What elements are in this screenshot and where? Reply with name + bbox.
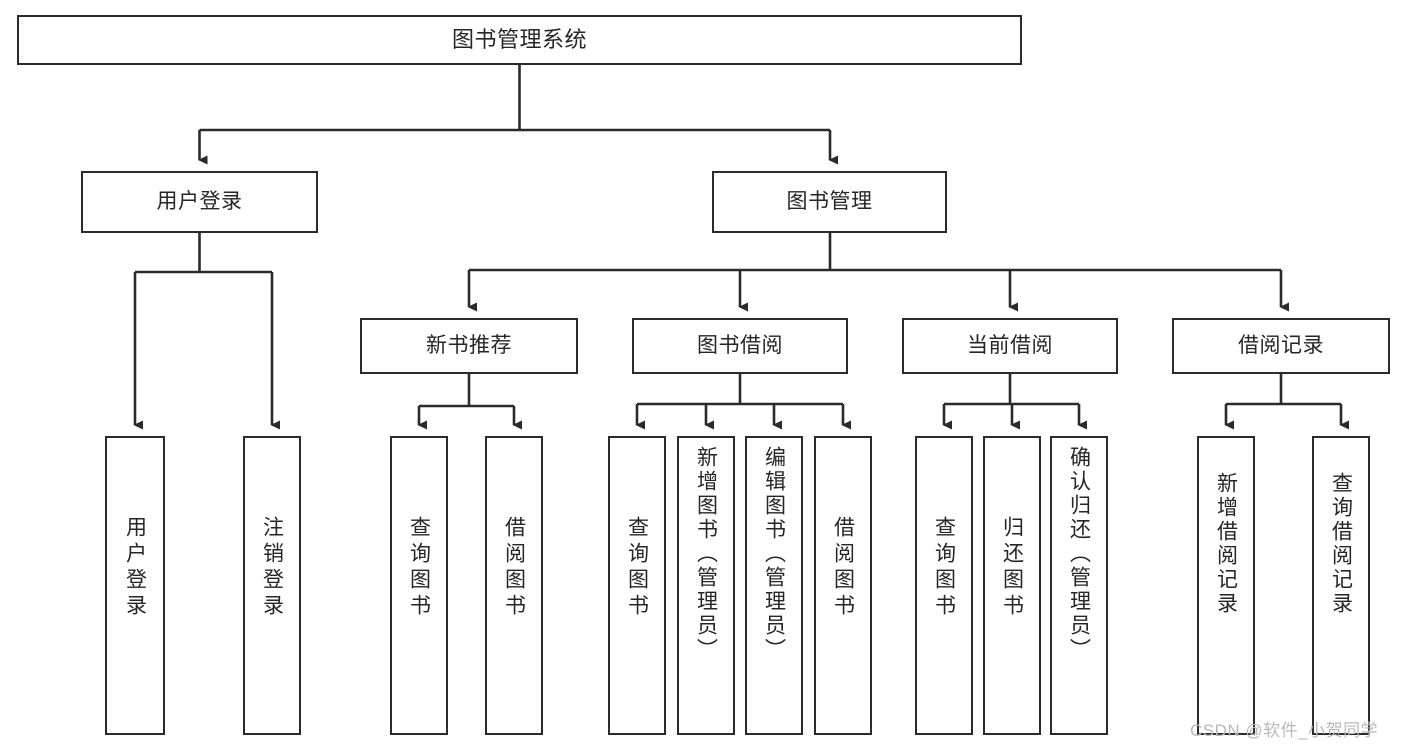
node-user-login-label: 用户登录: [156, 189, 243, 213]
node-book-borrow[interactable]: 图书借阅: [632, 318, 848, 374]
node-leaf-return-book-label: 归还图书: [1000, 516, 1024, 620]
node-book-borrow-label: 图书借阅: [697, 333, 783, 357]
node-leaf-logout-label: 注销登录: [260, 516, 284, 620]
node-leaf-user-login-label: 用户登录: [123, 516, 147, 620]
node-leaf-user-login[interactable]: 用户登录: [105, 436, 165, 735]
node-root-system[interactable]: 图书管理系统: [17, 15, 1022, 65]
node-current-borrow-label: 当前借阅: [967, 333, 1053, 357]
node-leaf-query-book-cur[interactable]: 查询图书: [915, 436, 973, 735]
node-leaf-return-book[interactable]: 归还图书: [983, 436, 1041, 735]
node-leaf-query-book-cur-label: 查询图书: [932, 516, 956, 620]
csdn-watermark: CSDN @软件_小贺同学: [1190, 721, 1379, 740]
node-leaf-edit-book-label: 编辑图书（管理员）: [762, 446, 786, 662]
node-leaf-borrow-book-label: 借阅图书: [831, 516, 855, 620]
node-leaf-query-book-rec[interactable]: 查询图书: [390, 436, 448, 735]
node-leaf-borrow-book-rec[interactable]: 借阅图书: [485, 436, 543, 735]
node-leaf-logout[interactable]: 注销登录: [243, 436, 301, 735]
node-leaf-add-book[interactable]: 新增图书（管理员）: [677, 436, 735, 735]
node-borrow-record-label: 借阅记录: [1238, 333, 1324, 357]
node-new-book-rec[interactable]: 新书推荐: [360, 318, 578, 374]
node-borrow-record[interactable]: 借阅记录: [1172, 318, 1390, 374]
node-leaf-borrow-book-rec-label: 借阅图书: [502, 516, 526, 620]
node-leaf-confirm-return[interactable]: 确认归还（管理员）: [1050, 436, 1108, 735]
node-leaf-query-record-label: 查询借阅记录: [1329, 472, 1353, 616]
node-leaf-add-record-label: 新增借阅记录: [1214, 472, 1238, 616]
node-current-borrow[interactable]: 当前借阅: [902, 318, 1118, 374]
node-user-login[interactable]: 用户登录: [81, 171, 318, 233]
node-leaf-add-book-label: 新增图书（管理员）: [694, 446, 718, 662]
node-book-manage[interactable]: 图书管理: [712, 171, 947, 233]
node-leaf-confirm-return-label: 确认归还（管理员）: [1067, 446, 1091, 662]
node-leaf-query-book-label: 查询图书: [625, 516, 649, 620]
node-leaf-borrow-book[interactable]: 借阅图书: [814, 436, 872, 735]
node-root-label: 图书管理系统: [451, 27, 587, 53]
node-leaf-query-record[interactable]: 查询借阅记录: [1312, 436, 1370, 735]
node-leaf-edit-book[interactable]: 编辑图书（管理员）: [745, 436, 803, 735]
node-leaf-query-book[interactable]: 查询图书: [608, 436, 666, 735]
node-new-book-rec-label: 新书推荐: [426, 333, 512, 357]
node-book-manage-label: 图书管理: [786, 189, 873, 213]
node-leaf-add-record[interactable]: 新增借阅记录: [1197, 436, 1255, 735]
node-leaf-query-book-rec-label: 查询图书: [407, 516, 431, 620]
